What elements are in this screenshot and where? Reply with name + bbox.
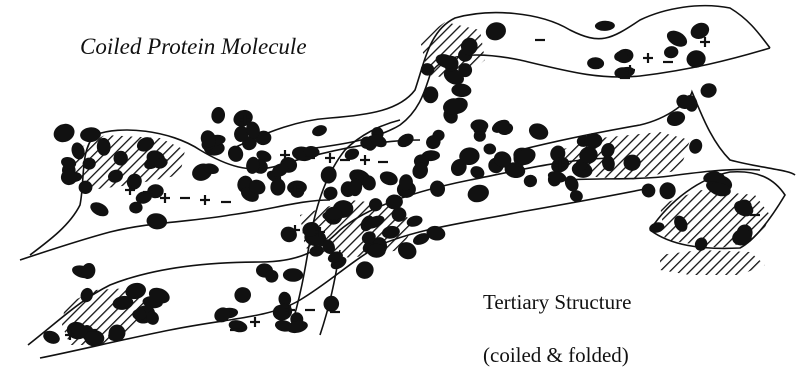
residue-blob	[687, 137, 704, 155]
residue-blob	[639, 181, 658, 200]
amino-acid-residues	[41, 20, 756, 348]
residue-blob	[523, 174, 537, 187]
residue-blob	[699, 81, 718, 99]
hatched-region	[660, 250, 765, 275]
residue-blob	[664, 27, 690, 50]
structure-caption: Tertiary Structure	[483, 290, 631, 315]
structure-subcaption: (coiled & folded)	[483, 343, 629, 368]
residue-blob	[145, 212, 168, 231]
residue-blob	[665, 109, 687, 128]
residue-blob	[663, 45, 679, 59]
residue-blob	[483, 143, 497, 156]
residue-blob	[51, 121, 78, 146]
residue-blob	[659, 181, 677, 200]
positive-charge-mark	[250, 317, 260, 327]
positive-charge-mark	[200, 195, 210, 205]
residue-blob	[319, 164, 339, 185]
residue-blob	[226, 143, 246, 164]
residue-blob	[468, 164, 486, 181]
positive-charge-mark	[360, 155, 370, 165]
residue-blob	[451, 83, 472, 98]
residue-blob	[211, 106, 226, 124]
residue-blob	[323, 296, 339, 313]
positive-charge-mark	[325, 153, 335, 163]
residue-blob	[311, 123, 329, 138]
residue-blob	[233, 286, 252, 305]
residue-blob	[429, 179, 447, 198]
residue-blob	[595, 20, 615, 31]
residue-blob	[685, 49, 707, 69]
residue-blob	[587, 57, 605, 70]
residue-blob	[283, 268, 303, 282]
residue-blob	[688, 20, 712, 42]
residue-blob	[278, 224, 300, 245]
residue-blob	[378, 169, 400, 188]
diagram-title: Coiled Protein Molecule	[80, 34, 307, 60]
residue-blob	[526, 121, 550, 143]
residue-blob	[353, 258, 377, 282]
residue-blob	[227, 318, 248, 334]
positive-charge-mark	[643, 53, 653, 63]
residue-blob	[466, 182, 492, 204]
residue-blob	[395, 131, 416, 150]
residue-blob	[483, 20, 508, 43]
residue-blob	[286, 319, 309, 335]
residue-blob	[88, 199, 111, 219]
